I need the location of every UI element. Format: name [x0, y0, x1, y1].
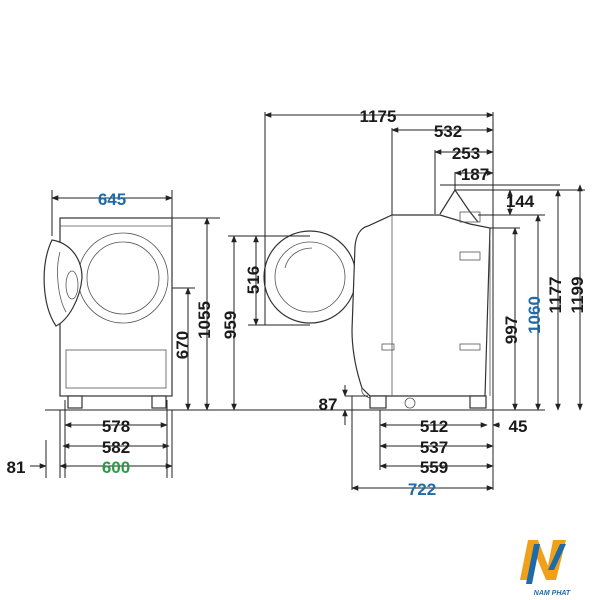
dim-253: 253: [452, 144, 480, 163]
logo-text: NAM PHAT: [534, 590, 571, 597]
dim-516: 516: [244, 266, 263, 294]
front-door: [43, 239, 83, 327]
dim-187: 187: [461, 165, 489, 184]
dim-645: 645: [98, 190, 126, 209]
dim-532: 532: [434, 122, 462, 141]
dim-512: 512: [420, 417, 448, 436]
dim-144: 144: [506, 192, 535, 211]
dim-670: 670: [173, 331, 192, 359]
nam-phat-logo: NAM PHAT: [520, 540, 571, 597]
dim-1177: 1177: [546, 277, 565, 314]
dim-959: 959: [221, 311, 240, 339]
dim-1055: 1055: [195, 301, 214, 339]
side-body: [351, 214, 491, 397]
dim-582: 582: [102, 438, 130, 457]
dim-537: 537: [420, 438, 448, 457]
dim-578: 578: [102, 417, 130, 436]
dim-1175: 1175: [360, 107, 397, 126]
dim-1060: 1060: [525, 296, 544, 334]
dim-81: 81: [7, 458, 26, 477]
side-view: 532 253 187 144 997 1060 1177 1199 87 51…: [319, 112, 587, 499]
dim-559: 559: [420, 458, 448, 477]
dim-45: 45: [509, 417, 528, 436]
hose-hook: [439, 188, 479, 223]
front-view: 645 670 1055 578 582 600 81: [7, 190, 220, 478]
door-ring: [263, 230, 357, 324]
dim-997: 997: [502, 316, 521, 344]
front-body: [59, 217, 173, 397]
dim-1199: 1199: [568, 277, 587, 314]
dim-87: 87: [319, 395, 338, 414]
door-view: 1175 959 516: [221, 107, 494, 411]
dim-600: 600: [102, 458, 130, 477]
dim-722: 722: [408, 480, 436, 499]
